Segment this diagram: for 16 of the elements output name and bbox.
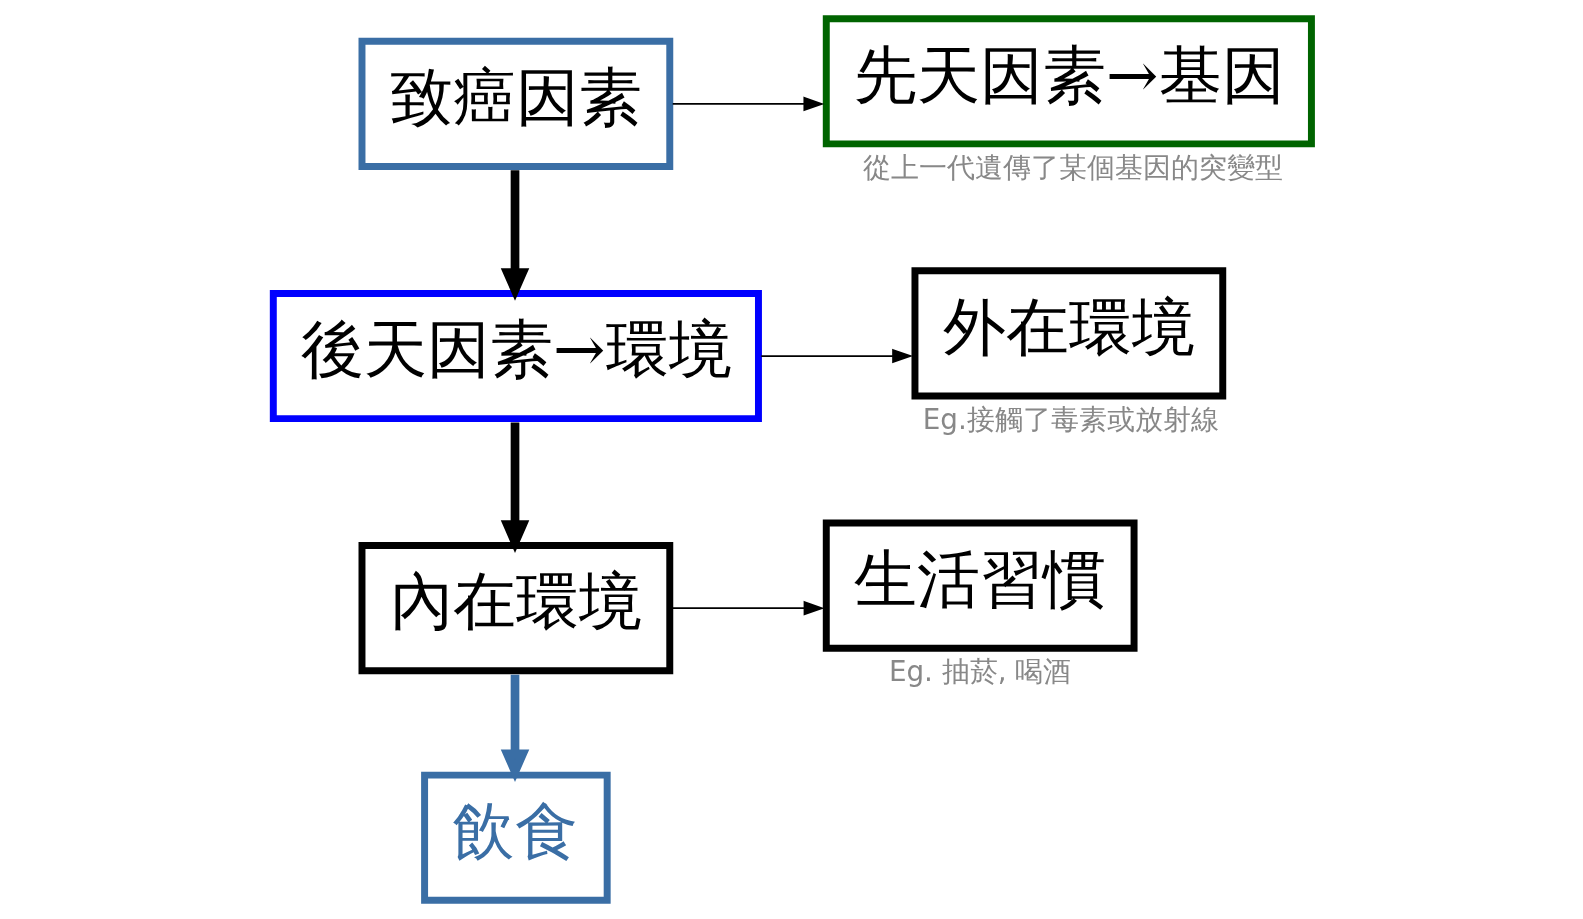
node-box: 生活習慣 bbox=[822, 519, 1138, 652]
arrow bbox=[500, 674, 530, 782]
node-box: 內在環境 bbox=[358, 542, 674, 675]
node-box: 先天因素→基因 bbox=[822, 15, 1315, 148]
arrow bbox=[500, 170, 530, 301]
arrow bbox=[760, 348, 914, 364]
arrow bbox=[671, 600, 825, 616]
node-box: 致癌因素 bbox=[358, 37, 674, 170]
node-label: Eg.接觸了毒素或放射線 bbox=[922, 402, 1219, 436]
node-box: 後天因素→環境 bbox=[269, 289, 762, 423]
node-label: Eg. 抽菸, 喝酒 bbox=[888, 654, 1072, 688]
arrow bbox=[671, 96, 825, 112]
node-box: 外在環境 bbox=[911, 267, 1227, 400]
node-box: 飲食 bbox=[421, 771, 611, 904]
node-label: 從上一代遺傳了某個基因的突變型 bbox=[862, 150, 1283, 184]
arrow bbox=[500, 422, 530, 553]
